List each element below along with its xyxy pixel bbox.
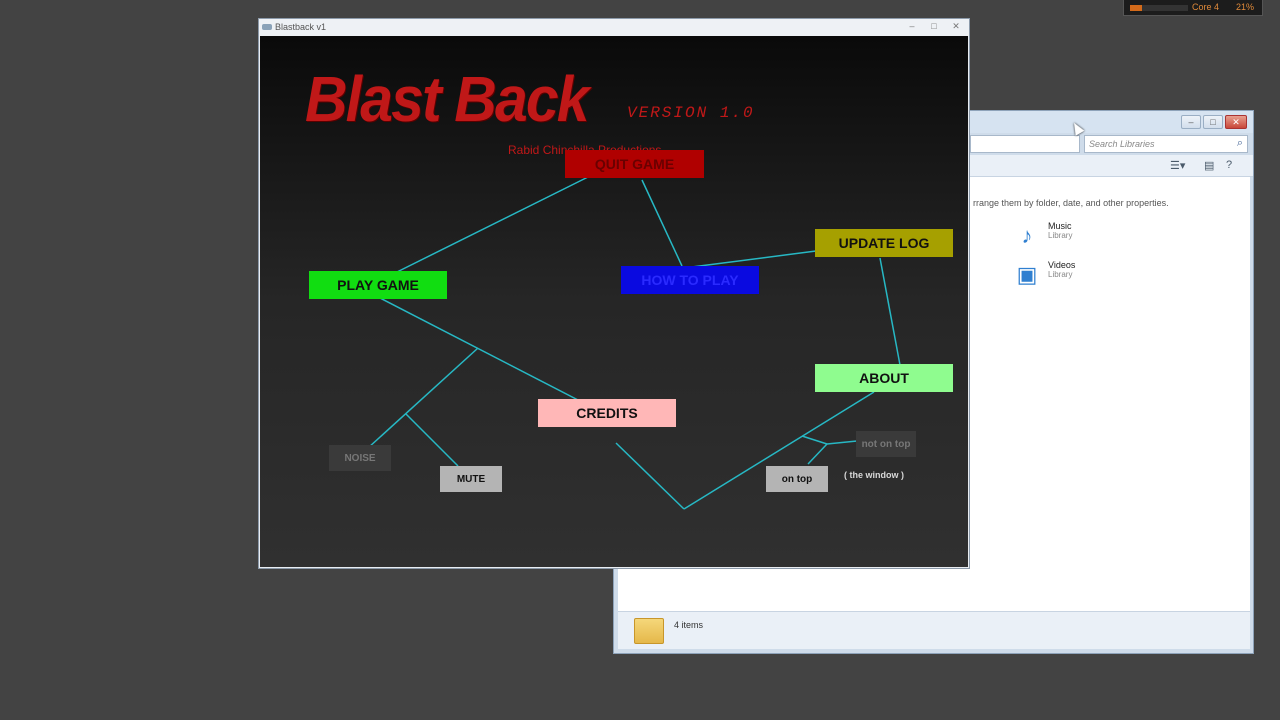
videos-icon: ▣ [1016,262,1038,287]
update-log-button[interactable]: UPDATE LOG [815,229,953,257]
link-line [394,174,593,274]
window-title: Blastback v1 [275,22,327,32]
link-line [405,413,459,467]
cpu-meter-gadget: Core 4 21% [1123,0,1263,16]
quit-game-button[interactable]: QUIT GAME [565,150,704,178]
cpu-percent-text: 21% [1235,2,1254,12]
link-line [879,257,901,366]
link-line [683,250,817,269]
link-line [641,179,683,267]
blastback-window[interactable]: Blastback v1 – □ ✕ Blast Back VERSION 1.… [258,18,970,569]
cpu-usage-fill [1130,5,1143,11]
library-type: Library [1048,270,1073,279]
help-icon[interactable]: ? [1226,159,1233,171]
version-label: VERSION 1.0 [627,104,755,122]
explorer-minimize-button[interactable]: – [1181,115,1201,129]
view-options-icon[interactable]: ☰▾ [1170,160,1186,172]
menu-connection-lines [367,174,901,510]
game-close-button[interactable]: ✕ [952,21,960,31]
library-item-music[interactable]: ♪ Music Library [1012,221,1073,251]
play-game-button[interactable]: PLAY GAME [309,271,447,299]
libraries-folder-icon [634,618,664,644]
game-minimize-button[interactable]: – [909,21,915,31]
how-to-play-button[interactable]: HOW TO PLAY [621,266,759,294]
music-icon: ♪ [1021,223,1033,248]
game-menu-canvas: Blast Back VERSION 1.0 Rabid Chinchilla … [260,36,968,567]
link-line [379,297,579,401]
game-maximize-button[interactable]: □ [931,21,937,31]
link-line [826,440,858,445]
cpu-usage-bar [1130,5,1188,11]
link-line [683,391,875,510]
noise-button[interactable]: NOISE [329,445,391,471]
link-line [807,443,828,465]
credits-button[interactable]: CREDITS [538,399,676,427]
window-note: ( the window ) [844,470,904,480]
library-name: Music [1048,221,1072,231]
search-icon[interactable]: ⌕ [1236,137,1243,149]
mute-button[interactable]: MUTE [440,466,502,492]
item-count: 4 items [674,620,704,630]
app-icon [262,24,272,30]
game-titlebar[interactable]: Blastback v1 – □ ✕ [259,19,969,36]
explorer-search-input[interactable]: Search Libraries ⌕ [1084,135,1248,153]
link-line [615,442,685,510]
library-name: Videos [1048,260,1076,270]
explorer-maximize-button[interactable]: □ [1203,115,1223,129]
library-item-videos[interactable]: ▣ Videos Library [1012,260,1076,290]
on-top-button[interactable]: on top [766,466,828,492]
not-on-top-button[interactable]: not on top [856,431,916,457]
arrange-hint-text: rrange them by folder, date, and other p… [973,198,1169,208]
about-button[interactable]: ABOUT [815,364,953,392]
library-type: Library [1048,231,1073,240]
search-placeholder: Search Libraries [1089,139,1155,149]
preview-pane-icon[interactable]: ▤ [1204,160,1215,172]
explorer-status-bar: 4 items [618,611,1250,649]
explorer-address-bar[interactable] [970,135,1080,153]
explorer-close-button[interactable]: ✕ [1225,115,1247,129]
blast-back-logo: Blast Back [305,63,590,135]
link-line [367,347,479,449]
link-line [801,435,828,445]
cpu-core-label: Core 4 [1192,2,1220,12]
